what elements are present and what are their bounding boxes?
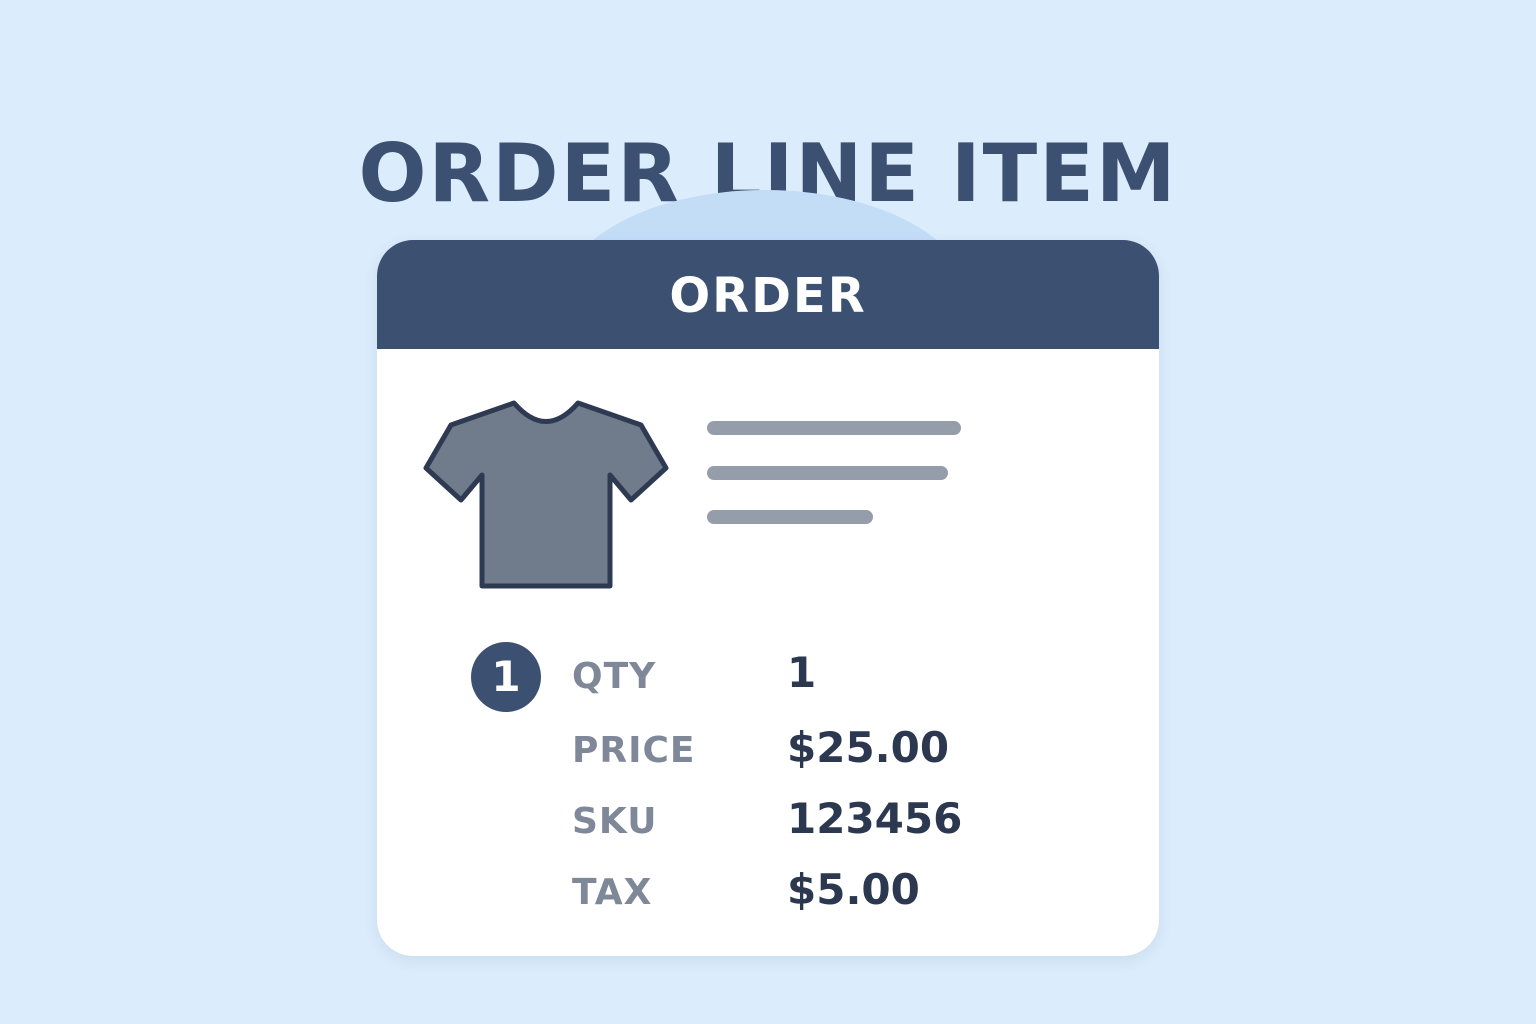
description-placeholder-line (707, 510, 873, 524)
card-header: ORDER (377, 240, 1159, 349)
qty-label: QTY (572, 656, 657, 697)
description-placeholder-line (707, 466, 948, 480)
qty-value: 1 (787, 648, 817, 697)
card-header-title: ORDER (669, 268, 867, 324)
description-placeholder-line (707, 421, 961, 435)
sku-value: 123456 (787, 794, 963, 843)
price-value: $25.00 (787, 723, 950, 772)
tax-value: $5.00 (787, 865, 920, 914)
t-shirt-icon (423, 400, 669, 589)
sku-label: SKU (572, 801, 658, 842)
tax-label: TAX (572, 872, 653, 913)
price-label: PRICE (572, 730, 696, 771)
order-card: ORDER 1 QTY 1 PRICE $25.00 SKU 123456 TA… (377, 240, 1159, 956)
line-number-badge: 1 (471, 642, 541, 712)
